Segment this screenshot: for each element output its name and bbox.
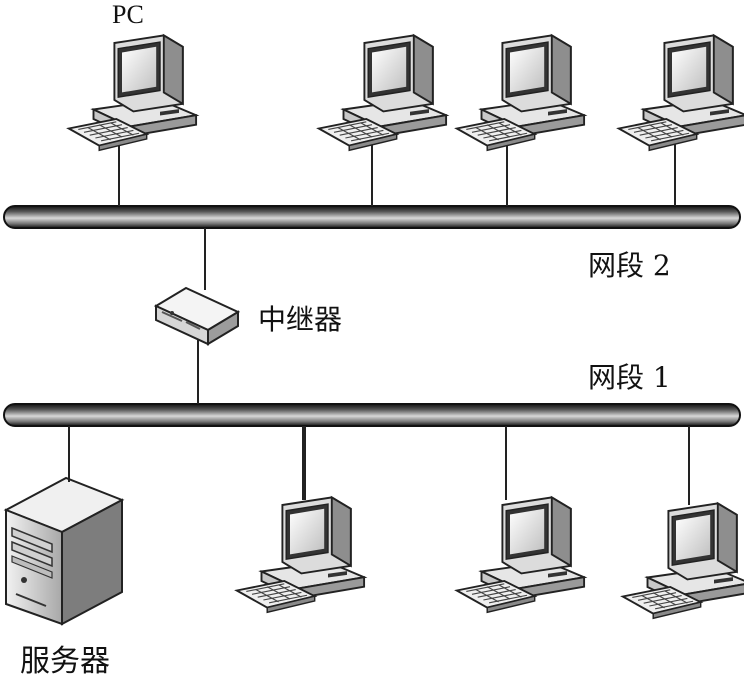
desktop-computer-icon: [621, 502, 744, 620]
desktop-computer-icon: [455, 34, 586, 152]
network-segment-2-bus: [3, 205, 741, 229]
desktop-computer-icon: [455, 496, 586, 614]
network-segment-1-bus: [3, 403, 741, 427]
repeater-label: 中继器: [258, 303, 343, 336]
segment-1-label: 网段 1: [588, 361, 671, 394]
desktop-computer-icon: [67, 34, 198, 152]
segment-2-connections: [118, 140, 676, 404]
server-tower-icon: [3, 476, 125, 626]
server-label: 服务器: [20, 644, 110, 679]
pc-label: PC: [112, 0, 144, 29]
segment-2-label: 网段 2: [588, 249, 671, 282]
desktop-computer-icon: [617, 34, 744, 152]
segment-1-connections: [68, 426, 690, 505]
repeater-device-icon: [153, 286, 241, 346]
desktop-computer-icon: [235, 496, 366, 614]
desktop-computer-icon: [317, 34, 448, 152]
